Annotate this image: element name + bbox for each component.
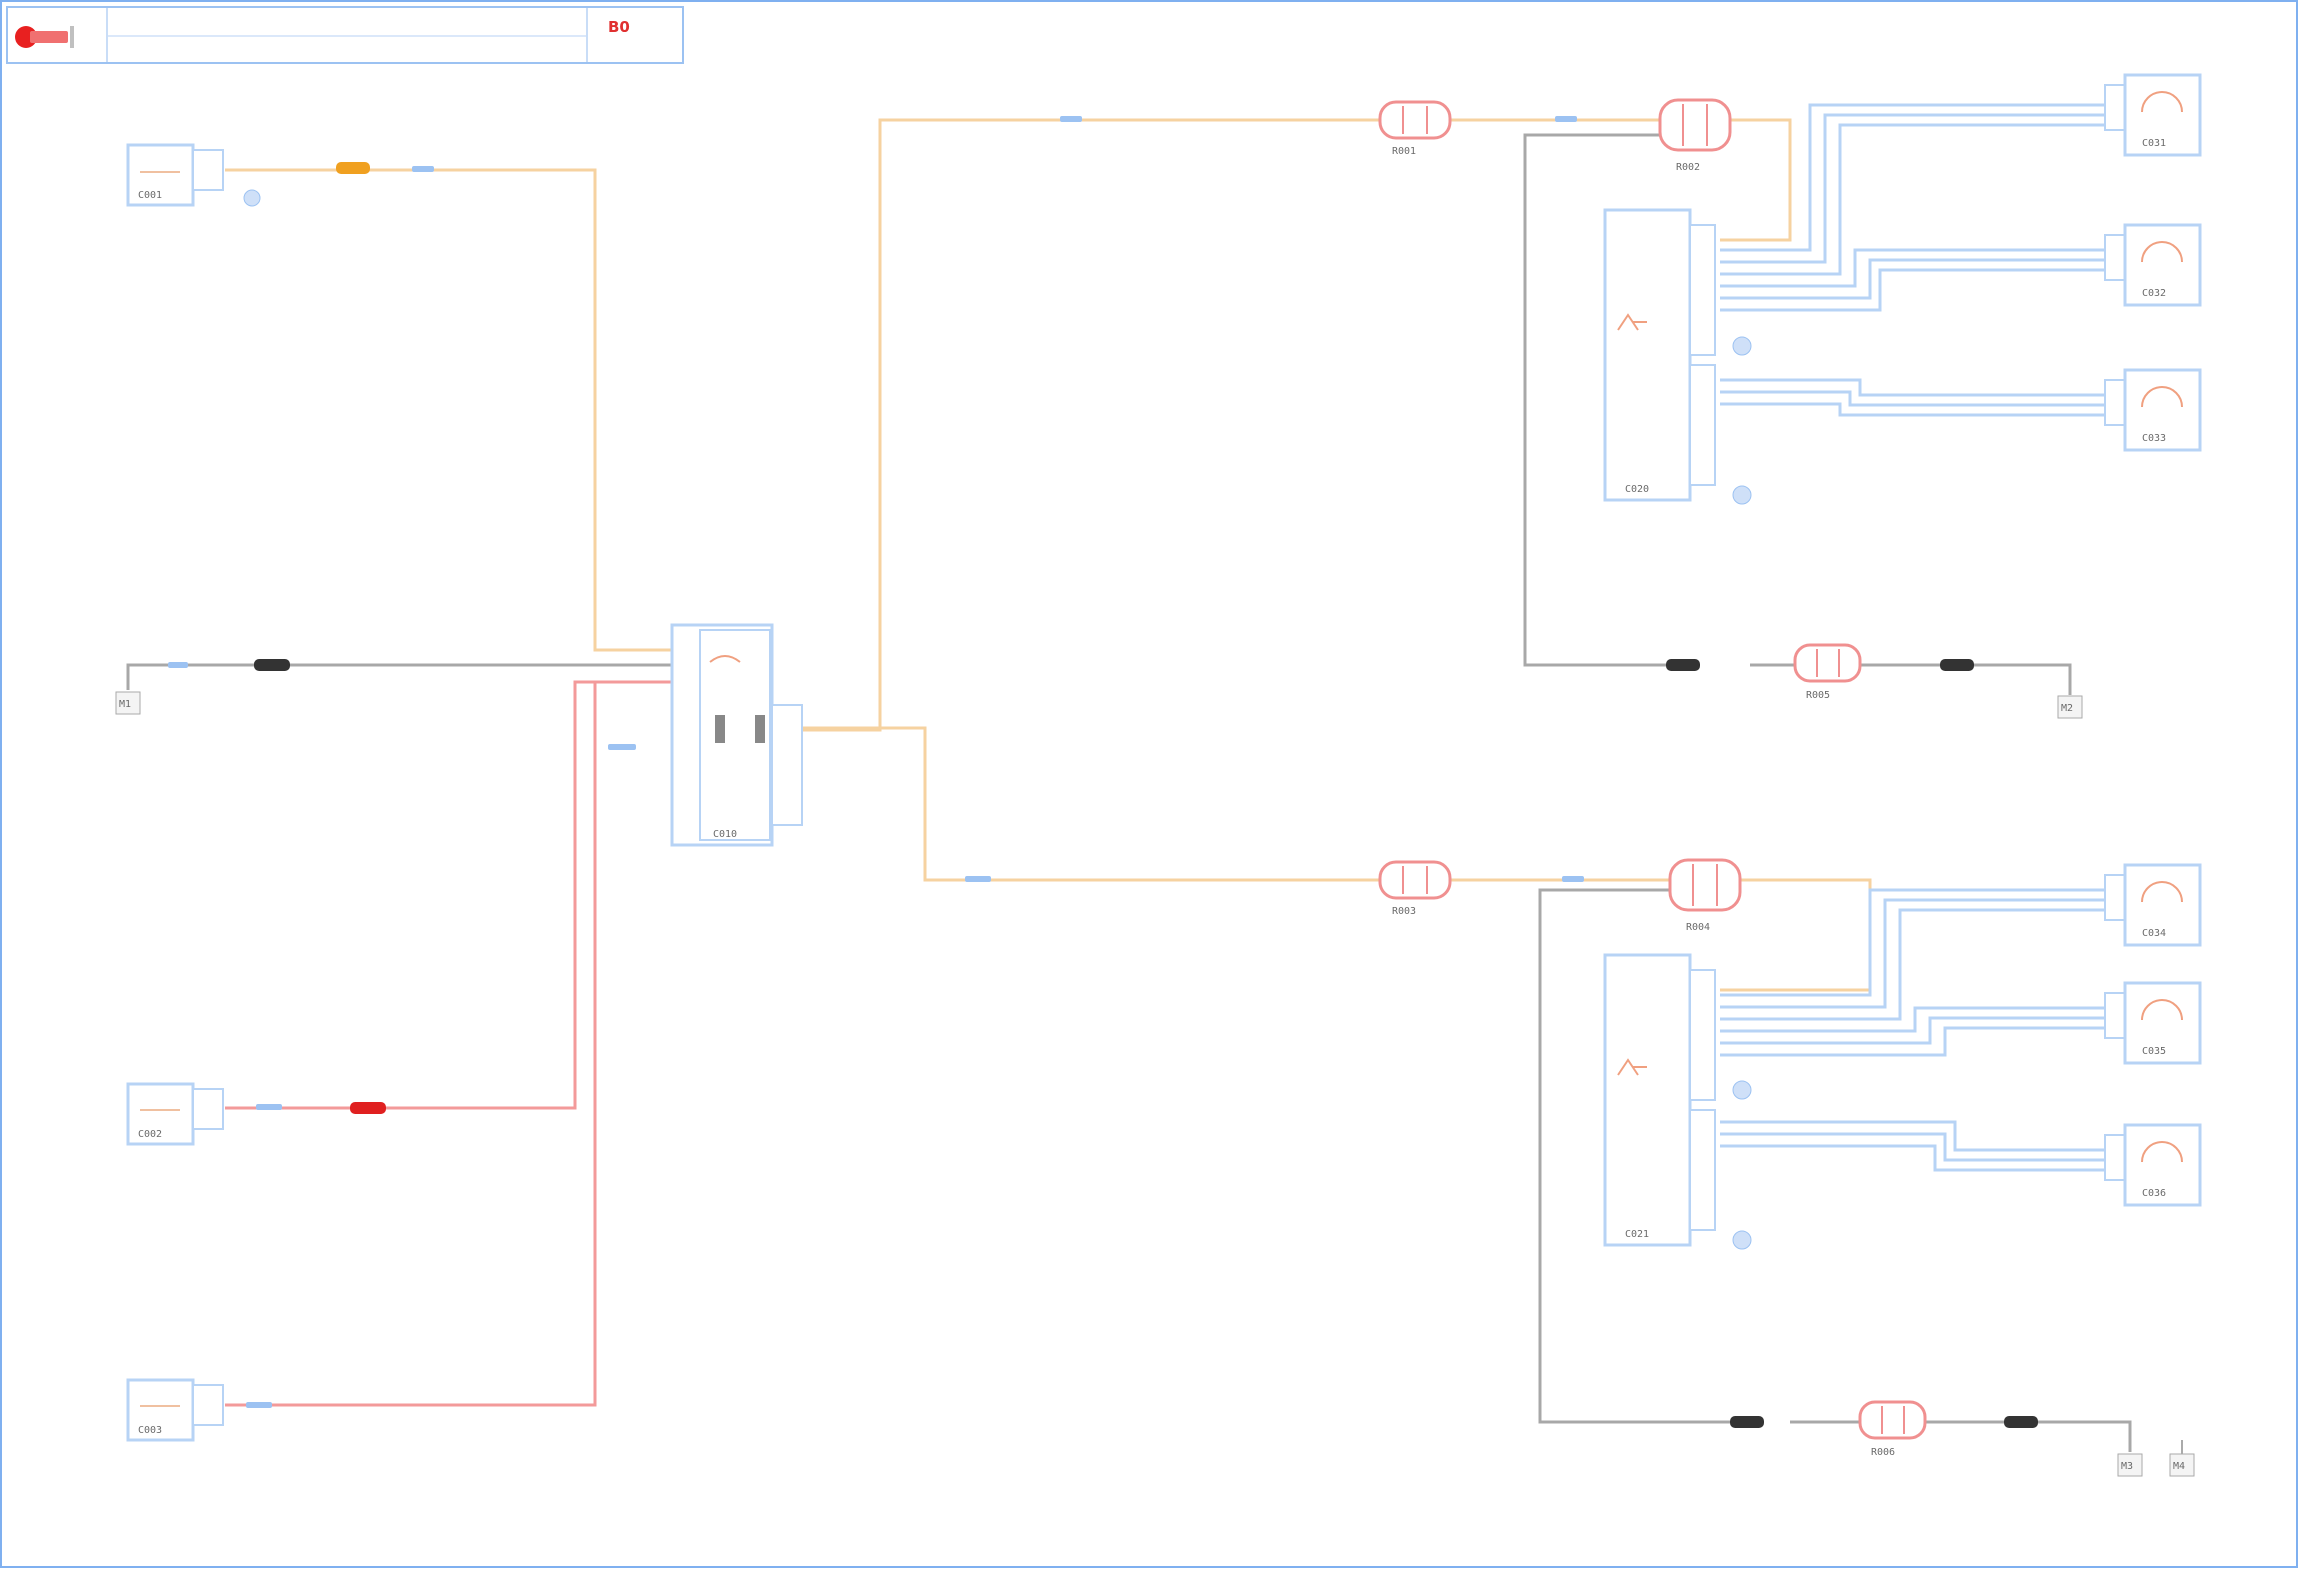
ground-right-bot-1: M3: [2117, 1453, 2143, 1477]
connector-dot-icon: [1732, 1080, 1752, 1100]
wire: [1860, 663, 2072, 695]
component-label: C021: [1625, 1229, 1649, 1240]
component-mid-left[interactable]: C002: [126, 1082, 224, 1146]
title-block: B0: [6, 6, 684, 64]
wire: [225, 682, 597, 1407]
wire: [1720, 258, 2110, 300]
sensor-top-2[interactable]: C032: [2104, 223, 2202, 307]
wire: [1920, 1420, 2132, 1452]
connector-dot-icon: [243, 189, 261, 207]
component-label: C034: [2142, 928, 2166, 939]
component-label: C001: [138, 190, 162, 201]
fuse-icon: [254, 659, 290, 671]
wire: [126, 663, 672, 690]
sensor-top-3[interactable]: C033: [2104, 368, 2202, 452]
wire-group-red: [225, 680, 672, 1407]
ecu-bottom[interactable]: C021: [1603, 953, 1716, 1247]
wire: [1720, 898, 2110, 1009]
ground-right-bot-2: M4: [2169, 1440, 2195, 1477]
wire: [1720, 1006, 2110, 1033]
connector-dot-icon: [1732, 1230, 1752, 1250]
fuse-icon: [1666, 659, 1700, 671]
wire: [225, 680, 672, 1110]
ecu-top[interactable]: C020: [1603, 208, 1716, 502]
component-label: R001: [1392, 146, 1416, 157]
wire: [1523, 133, 1690, 667]
wire: [1720, 878, 1872, 992]
fuse-icon: [336, 162, 370, 174]
component-label: C031: [2142, 138, 2166, 149]
connector-dot-icon: [1732, 336, 1752, 356]
wire: [1720, 113, 2110, 264]
wire: [1720, 1132, 2110, 1162]
component-label: R002: [1676, 162, 1700, 173]
component-label: R005: [1806, 690, 1830, 701]
inline-connector-top-1[interactable]: R001: [1378, 100, 1452, 157]
component-label: C002: [138, 1129, 162, 1140]
inline-connector-bot-ground[interactable]: R006: [1858, 1400, 1927, 1458]
wire: [1720, 268, 2110, 312]
ground-left: M1: [115, 691, 141, 715]
wire: [800, 118, 1380, 732]
wire: [1720, 378, 2110, 397]
wire: [1538, 888, 1730, 1424]
wire: [1720, 1120, 2110, 1152]
component-label: C003: [138, 1425, 162, 1436]
component-label: R004: [1686, 922, 1710, 933]
central-module[interactable]: C010: [670, 623, 803, 847]
fuse-icon: [2004, 1416, 2038, 1428]
ground-right-top: M2: [2057, 695, 2083, 719]
inline-connector-top-2[interactable]: R002: [1658, 98, 1732, 173]
wire: [1720, 402, 2110, 417]
component-top-left[interactable]: C001: [126, 143, 224, 207]
fuse-icon: [1730, 1416, 1764, 1428]
component-label: C010: [713, 829, 737, 840]
wire: [1720, 123, 2110, 276]
wire: [1720, 103, 2110, 252]
component-bottom-left[interactable]: C003: [126, 1378, 224, 1442]
wire: [1720, 908, 2110, 1021]
wire: [1720, 1144, 2110, 1172]
connector-dot-icon: [1732, 485, 1752, 505]
inline-connector-bot-1[interactable]: R003: [1378, 860, 1452, 917]
wire: [1720, 1016, 2110, 1045]
wire: [1720, 1026, 2110, 1057]
wire: [225, 168, 672, 652]
fuse-icon: [350, 1102, 386, 1114]
ground-label: M3: [2121, 1461, 2133, 1472]
wire: [1720, 390, 2110, 407]
component-label: R003: [1392, 906, 1416, 917]
sensor-bottom-3[interactable]: C036: [2104, 1123, 2202, 1207]
wire-group-gray: [126, 133, 2132, 1452]
wire: [1720, 118, 1792, 242]
inline-connector-top-ground[interactable]: R005: [1793, 643, 1862, 701]
component-label: C036: [2142, 1188, 2166, 1199]
wire: [800, 726, 1380, 882]
title-divider: [586, 8, 588, 62]
fuse-icon: [1940, 659, 1974, 671]
title-divider: [106, 8, 108, 62]
sensor-bottom-1[interactable]: C034: [2104, 863, 2202, 947]
ground-label: M4: [2173, 1461, 2185, 1472]
component-label: R006: [1871, 1447, 1895, 1458]
brand-logo-icon: [15, 26, 74, 48]
component-label: C032: [2142, 288, 2166, 299]
component-label: C035: [2142, 1046, 2166, 1057]
ground-label: M2: [2061, 703, 2073, 714]
component-label: C033: [2142, 433, 2166, 444]
wire: [1720, 888, 2110, 997]
sensor-bottom-2[interactable]: C035: [2104, 981, 2202, 1065]
ground-label: M1: [119, 699, 131, 710]
diagram-code: B0: [608, 18, 630, 36]
inline-connector-bot-2[interactable]: R004: [1668, 858, 1742, 933]
title-divider: [108, 35, 586, 37]
wire-group-blue-top: [1720, 103, 2110, 417]
splice-markers: [168, 116, 1584, 1408]
sensor-top-1[interactable]: C031: [2104, 73, 2202, 157]
component-label: C020: [1625, 484, 1649, 495]
wire-group-blue-bottom: [1720, 888, 2110, 1172]
wire: [1720, 248, 2110, 288]
